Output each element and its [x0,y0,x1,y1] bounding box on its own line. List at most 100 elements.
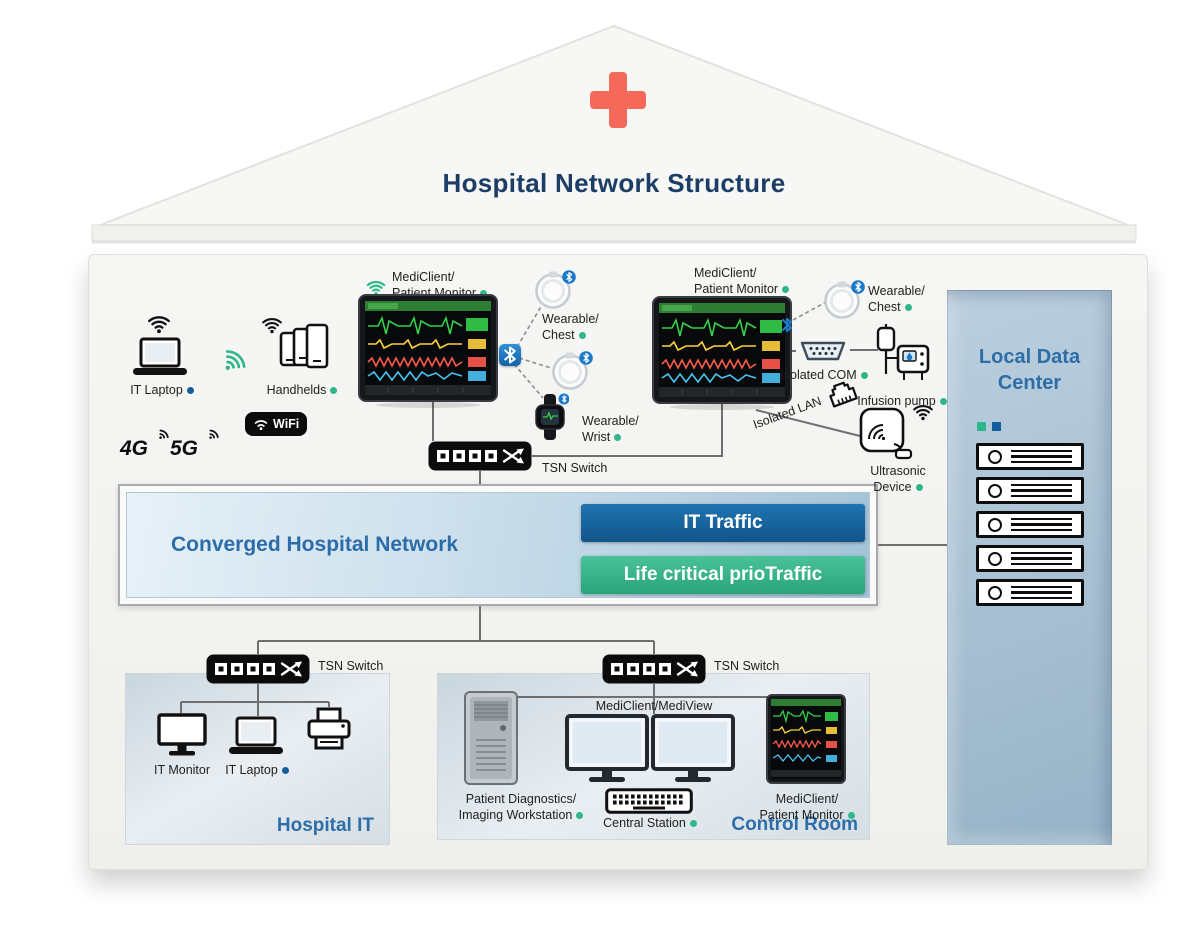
wearable-chest-right-line1: Wearable/ [868,284,925,298]
wifi-badge: WiFi [245,412,308,436]
laptop-icon [133,337,187,375]
data-center-title-line2: Center [997,372,1062,394]
wearable-wrist-line1: Wearable/ [582,414,639,428]
wifi-icon [913,405,933,421]
it-laptop-label: IT Laptop [116,383,208,399]
server-icon [975,511,1084,538]
patient-monitor-left-label-line1: MediClient/ [392,270,455,284]
it-monitor-icon [157,713,207,756]
wearable-wrist-label: Wearable/ Wrist [582,414,639,445]
central-station-label: Central Station [594,816,706,832]
control-room-monitor-label: MediClient/ Patient Monitor [754,792,860,823]
teal-dot [847,811,855,819]
teal-dot [576,811,584,819]
patient-monitor-right-label-line1: MediClient/ [694,266,757,280]
rj45-icon [828,381,858,408]
wearable-chest-icon [552,351,593,390]
cellular-5g-label: 5G [170,437,199,460]
server-rack [947,443,1112,613]
tsn-switch-bl-label: TSN Switch [318,659,384,673]
tsn-switch-icon [206,654,310,684]
wifi-icon-green [225,350,246,370]
infusion-pump-label-text: Infusion pump [857,394,936,408]
legend-square-navy [992,422,1001,431]
red-cross-icon [590,72,646,128]
it-laptop-bottom-label: IT Laptop [212,763,302,779]
imaging-workstation-line2: Imaging Workstation [458,807,573,822]
data-center-title: Local Data Center [947,344,1112,396]
handhelds-label: Handhelds [258,383,346,399]
it-laptop-label-text: IT Laptop [130,383,183,397]
teal-dot [578,331,586,339]
it-laptop-bottom-label-text: IT Laptop [225,763,278,777]
tsn-switch-icon [602,654,706,684]
wifi-icon [148,316,170,334]
teal-dot [939,398,947,406]
teal-dot [330,387,338,395]
legend-squares [977,422,1001,431]
patient-monitor-right-label: MediClient/ Patient Monitor [694,266,790,297]
teal-dot [904,303,912,311]
hospital-it-panel: Hospital IT [125,673,390,845]
tower-pc-icon [464,691,518,785]
laptop-icon [229,716,283,754]
wearable-wrist-icon [535,393,569,440]
cellular-4g-label: 4G [120,437,149,460]
control-room-monitor-line2: Patient Monitor [759,807,844,822]
navy-dot [186,387,194,395]
converged-network-label: Converged Hospital Network [171,533,459,556]
wearable-wrist-line2: Wrist [582,429,611,444]
teal-dot [782,285,790,293]
prio-traffic-badge: Life critical prioTraffic [581,556,865,594]
infusion-pump-icon [876,324,930,380]
serial-com-icon [800,341,846,361]
it-monitor-label: IT Monitor [153,763,211,777]
imaging-workstation-label: Patient Diagnostics/ Imaging Workstation [436,792,606,823]
data-center-title-line1: Local Data [978,346,1081,368]
server-icon [975,477,1084,504]
bluetooth-icon [499,344,521,366]
keyboard-icon [605,788,693,814]
wearable-chest-right-line2: Chest [868,299,901,314]
legend-square-teal [977,422,986,431]
teal-dot [614,433,622,441]
cellular-5g: 5G [170,429,219,461]
wearable-chest-icon [824,280,865,319]
central-station-label-text: Central Station [603,816,686,830]
tsn-switch-bm-label: TSN Switch [714,659,780,673]
server-icon [975,579,1084,606]
imaging-workstation-line1: Patient Diagnostics/ [465,792,577,806]
tablet-monitor-icon [766,694,846,784]
isolated-com-label-text: Isolated COM [780,368,857,382]
handhelds-label-text: Handhelds [266,383,327,397]
patient-monitor-right-label-line2: Patient Monitor [694,281,779,296]
diagram-title: Hospital Network Structure [442,168,786,198]
navy-dot [281,767,289,775]
ultrasonic-device-icon [859,407,913,460]
wearable-chest-left-line2: Chest [542,327,575,342]
it-traffic-badge: IT Traffic [581,504,865,542]
ultrasonic-label-line2: Device [873,479,912,494]
local-data-center-panel: Local Data Center [947,290,1112,845]
control-room-monitor-line1: MediClient/ [775,792,839,806]
desktop-monitor-icon [565,714,649,782]
handhelds-icon [279,323,329,369]
wearable-chest-left-label: Wearable/ Chest [542,312,599,343]
tsn-switch-top-label: TSN Switch [542,461,608,475]
bluetooth-icon [781,317,793,333]
ultrasonic-label: Ultrasonic Device [846,464,950,495]
wifi-icon [262,318,282,334]
printer-icon [307,707,351,750]
wearable-chest-right-label: Wearable/ Chest [868,284,925,315]
teal-dot [860,372,868,380]
wifi-badge-label: WiFi [273,417,300,431]
infusion-pump-label: Infusion pump [848,394,956,410]
server-icon [975,443,1084,470]
server-icon [975,545,1084,572]
teal-dot [689,820,697,828]
wearable-chest-icon [535,270,576,309]
teal-dot [915,483,923,491]
tsn-switch-icon [428,441,532,471]
wifi-arcs-icon [254,419,268,430]
